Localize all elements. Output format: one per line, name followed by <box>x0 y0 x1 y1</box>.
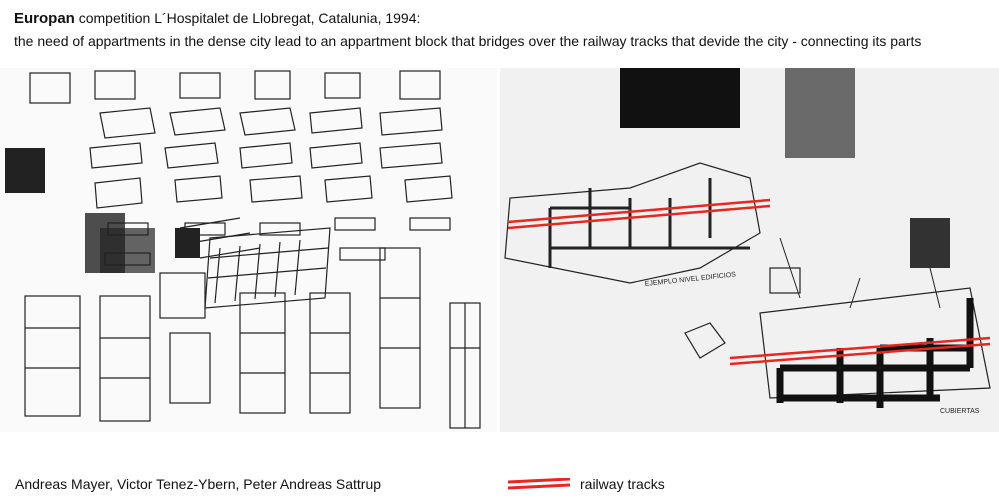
axonometric-blocks <box>29 70 453 309</box>
lower-site-outline <box>759 287 991 399</box>
railway-track-legend-icon <box>508 478 570 490</box>
photo-collages <box>5 148 200 273</box>
roof-sketch <box>769 267 801 294</box>
authors: Andreas Mayer, Victor Tenez-Ybern, Peter… <box>15 476 382 492</box>
legend: railway tracks <box>508 476 665 492</box>
title-line: Europan competition L´Hospitalet de Llob… <box>14 10 420 27</box>
axonometric-plans-drawing <box>0 68 497 432</box>
upper-site-outline <box>504 162 761 284</box>
tracks <box>507 198 991 366</box>
title-text: competition L´Hospitalet de Llobregat, C… <box>74 10 421 26</box>
floor-plans <box>24 247 481 429</box>
upper-building-outline <box>548 178 750 268</box>
volume-sketch <box>684 322 726 359</box>
site-photos <box>620 68 950 268</box>
title-bold: Europan <box>14 10 75 27</box>
site-plan-drawing: EJEMPLO NIVEL EDIFICIOS CUBIERTAS <box>500 68 999 432</box>
label-ejemplo: EJEMPLO NIVEL EDIFICIOS <box>644 271 736 288</box>
legend-label: railway tracks <box>580 476 665 492</box>
subtitle-line: the need of appartments in the dense cit… <box>14 33 922 49</box>
label-cubiertas: CUBIERTAS <box>940 408 980 415</box>
